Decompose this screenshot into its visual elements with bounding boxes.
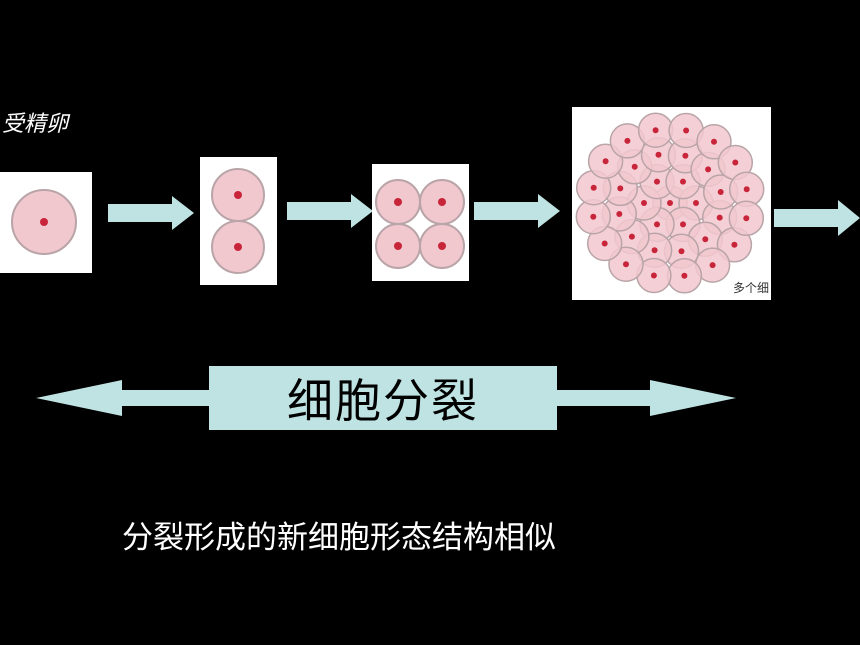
nucleus xyxy=(705,166,712,173)
nucleus xyxy=(680,221,686,228)
nucleus xyxy=(438,198,446,206)
nucleus xyxy=(667,200,673,206)
nucleus xyxy=(654,178,660,185)
nucleus xyxy=(654,221,660,228)
nucleus xyxy=(680,178,686,185)
two-cell-image xyxy=(211,168,265,274)
nucleus xyxy=(702,236,709,243)
one-cell-image xyxy=(11,189,77,255)
many-cells-label: 多个细 xyxy=(732,281,769,295)
nucleus xyxy=(590,184,597,191)
cell-division-label: 细胞分裂 xyxy=(209,366,557,430)
nucleus xyxy=(234,243,242,251)
nucleus xyxy=(711,138,717,145)
nucleus xyxy=(617,185,624,192)
nucleus xyxy=(709,262,716,269)
nucleus xyxy=(678,248,685,255)
nucleus xyxy=(683,127,690,134)
nucleus xyxy=(717,189,724,195)
nucleus xyxy=(716,214,723,221)
four-cell-image xyxy=(375,179,465,269)
stage-one-cell-panel xyxy=(0,172,92,273)
zygote-label: 受精卵 xyxy=(2,112,69,137)
nucleus xyxy=(682,152,689,159)
nucleus xyxy=(651,247,658,254)
nucleus xyxy=(616,211,623,217)
nucleus xyxy=(628,233,635,240)
nucleus xyxy=(655,151,662,158)
nucleus xyxy=(624,137,631,144)
nucleus xyxy=(234,191,242,199)
nucleus xyxy=(590,213,597,220)
nucleus xyxy=(438,242,446,250)
nucleus xyxy=(652,127,659,134)
arrow-right-icon xyxy=(774,200,860,236)
nucleus xyxy=(743,215,750,222)
stage-many-cell-panel: 多个细 xyxy=(572,107,771,300)
nucleus xyxy=(641,200,647,206)
nucleus xyxy=(731,241,738,248)
nucleus xyxy=(732,159,739,166)
arrow-right-icon xyxy=(108,196,194,230)
many-cell-image xyxy=(575,112,765,294)
arrow-right-icon xyxy=(474,194,560,228)
nucleus xyxy=(693,200,699,206)
nucleus xyxy=(602,158,609,165)
stage-two-cell-panel xyxy=(200,157,277,285)
nucleus xyxy=(631,163,638,170)
nucleus xyxy=(394,198,402,206)
nucleus xyxy=(681,272,688,279)
nucleus xyxy=(394,242,402,250)
stage-four-cell-panel xyxy=(372,164,469,281)
nucleus xyxy=(40,218,48,226)
caption-text: 分裂形成的新细胞形态结构相似 xyxy=(122,520,556,556)
nucleus xyxy=(623,261,629,268)
nucleus xyxy=(601,240,608,247)
arrow-right-icon xyxy=(287,194,373,228)
nucleus xyxy=(743,186,750,193)
nucleus xyxy=(650,272,657,279)
